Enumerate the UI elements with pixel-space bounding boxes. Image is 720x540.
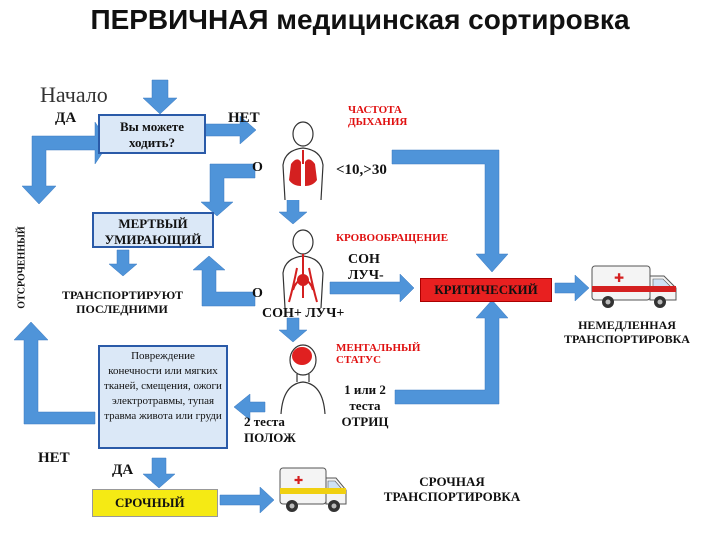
arrow-no-deferred	[13, 321, 96, 425]
svg-text:✚: ✚	[294, 474, 303, 487]
arrow-breath-dead	[200, 163, 256, 217]
walk-question-box: Вы можете ходить?	[98, 114, 206, 154]
critical-box: КРИТИЧЕСКИЙ	[420, 278, 552, 302]
arrow-urgent-ambulance	[219, 486, 275, 514]
arrow-mental-injury	[233, 393, 266, 421]
injury-box: Повреждение конечности или мягких тканей…	[98, 345, 228, 449]
urgent-transport-label: СРОЧНАЯ ТРАНСПОРТИРОВКА	[383, 474, 521, 504]
arrow-circ-critical	[329, 273, 415, 303]
deferred-vertical-container: ОТСРОЧЕННЫЙ	[8, 225, 36, 315]
human-head-brain-icon	[280, 344, 326, 414]
page-title: ПЕРВИЧНАЯ медицинская сортировка	[90, 4, 630, 35]
cap-refill-minus: СОН ЛУЧ-	[348, 252, 384, 283]
urgent-box: СРОЧНЫЙ	[92, 489, 218, 517]
arrow-breath-critical	[391, 149, 509, 273]
human-circulation-icon	[282, 229, 324, 308]
yes-label-top: ДА	[55, 110, 77, 126]
breathing-values: <10,>30	[336, 162, 387, 178]
yes-label-bottom: ДА	[112, 462, 134, 478]
urgent-ambulance-icon: ✚	[279, 467, 347, 512]
circulation-label: КРОВООБРАЩЕНИЕ	[336, 232, 449, 244]
dead-box: МЕРТВЫЙ УМИРАЮЩИЙ	[92, 212, 214, 248]
ambulance-icon: ✚	[591, 265, 677, 308]
arrow-yes-walk	[21, 121, 110, 205]
deferred-vertical-label: ОТСРОЧЕННЫЙ	[16, 226, 28, 309]
no-label-bottom: НЕТ	[38, 450, 70, 466]
cap-refill-plus: СОН+ ЛУЧ+	[262, 306, 345, 321]
arrow-yes-urgent	[142, 457, 176, 489]
one-or-two-tests-negative: 1 или 2 теста ОТРИЦ	[341, 382, 389, 429]
svg-text:✚: ✚	[614, 271, 624, 285]
human-torso-lungs-icon	[282, 121, 324, 200]
arrow-circ-mental	[278, 317, 308, 343]
arrow-breath-circ	[278, 197, 308, 225]
arrow-no-walk	[204, 115, 257, 145]
transport-last-label: ТРАНСПОРТИРУЮТ ПОСЛЕДНИМИ	[62, 288, 184, 316]
o-letter-2: О	[252, 286, 263, 301]
arrow-dead-last	[108, 249, 138, 277]
arrow-start	[142, 79, 178, 115]
arrow-critical-ambulance	[554, 274, 590, 302]
immediate-transport-label: НЕМЕДЛЕННАЯ ТРАНСПОРТИРОВКА	[564, 318, 690, 346]
o-letter-1: О	[252, 160, 263, 175]
arrow-mental-critical	[394, 299, 509, 405]
two-tests-positive: 2 теста ПОЛОЖ	[244, 414, 296, 445]
arrow-circ-dead	[192, 255, 256, 307]
breathing-label: ЧАСТОТА ДЫХАНИЯ	[348, 104, 408, 128]
no-label-top: НЕТ	[228, 110, 260, 126]
start-label: Начало	[40, 82, 108, 107]
mental-status-label: МЕНТАЛЬНЫЙ СТАТУС	[336, 342, 421, 366]
